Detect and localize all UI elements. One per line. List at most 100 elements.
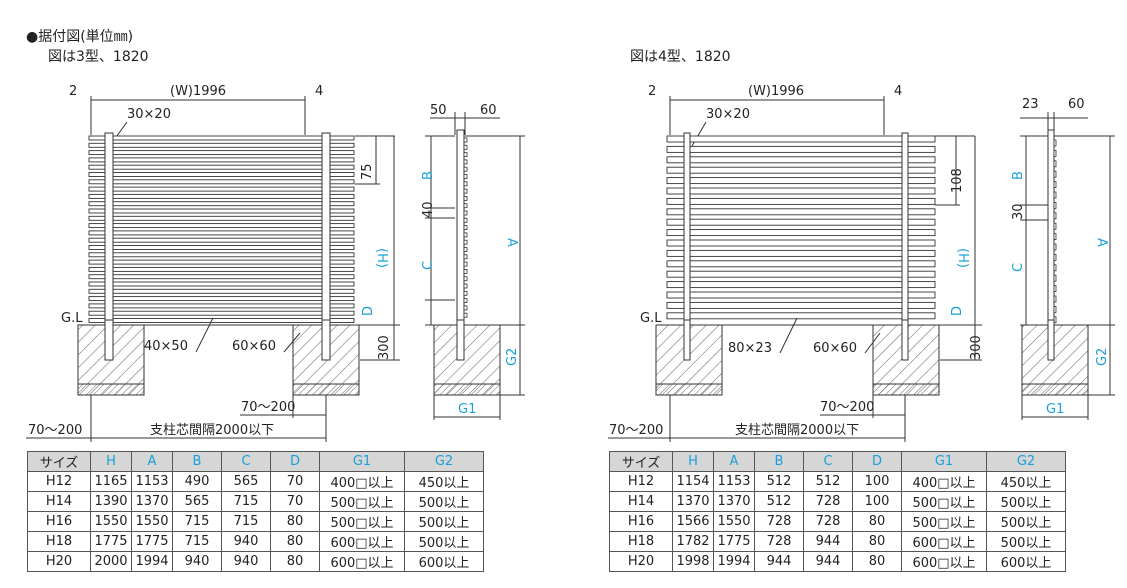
slat-end (463, 152, 468, 158)
slat-end (463, 261, 468, 267)
slat-end (463, 232, 468, 238)
table-cell: 500以上 (404, 491, 484, 512)
slat (666, 208, 936, 216)
slat-end (463, 181, 468, 187)
table-cell: 1994 (131, 551, 173, 572)
table-cell: 1566 (672, 511, 714, 532)
dim-range-right: 70～200 (241, 400, 295, 415)
slat (88, 303, 355, 309)
dim-height: (H) (955, 248, 970, 268)
slat-end (1053, 222, 1057, 230)
slat-end (463, 225, 468, 231)
slat-end (1053, 139, 1057, 147)
column-header: C (803, 451, 853, 472)
side-lbl-b: B (421, 171, 436, 180)
slat (88, 179, 355, 185)
column-header: サイズ (609, 451, 673, 472)
slat (88, 237, 355, 243)
dim-d: D (950, 306, 965, 316)
table-cell: H16 (27, 511, 91, 532)
slats-type4 (666, 135, 936, 320)
dim-width: (W)1996 (170, 84, 226, 99)
dim-pitch: 75 (360, 163, 375, 180)
side-lbl-g2: G2 (1095, 348, 1110, 366)
table-cell: 1775 (713, 531, 755, 552)
dim-pitch: 108 (950, 168, 965, 193)
slat-end (463, 144, 468, 150)
table-cell: H14 (609, 491, 673, 512)
table-cell: 80 (270, 511, 320, 532)
slat-end (463, 188, 468, 194)
slat (88, 274, 355, 280)
column-header: C (221, 451, 271, 472)
dim-range-left: 70～200 (28, 423, 82, 438)
table-cell: 512 (754, 491, 804, 512)
dim-embed: 300 (969, 335, 984, 360)
slat (666, 229, 936, 237)
slat-end (463, 268, 468, 274)
table-cell: 944 (754, 551, 804, 572)
slat (666, 135, 936, 143)
slat-end (1053, 181, 1057, 189)
slat-end (463, 305, 468, 311)
side-lbl-g2: G2 (505, 348, 520, 366)
slat-end (463, 254, 468, 260)
table-cell: 715 (221, 491, 271, 512)
table-cell: 940 (172, 551, 222, 572)
table-cell: 1998 (672, 551, 714, 572)
slats-type3 (88, 135, 355, 323)
side-dim-w2: 60 (1068, 97, 1085, 112)
column-header: D (270, 451, 320, 472)
column-header: B (172, 451, 222, 472)
side-lbl-c: C (1011, 263, 1026, 272)
slat-end (463, 174, 468, 179)
side-dim-mid: 30 (1011, 203, 1026, 220)
ground-line-label: G.L (61, 311, 83, 326)
side-view-type4: 23 60 B 30 C A G2 G1 (1011, 97, 1115, 420)
table-cell: 565 (172, 491, 222, 512)
table-cell: 728 (803, 491, 853, 512)
table-cell: 100 (852, 491, 902, 512)
table-cell: 1153 (131, 471, 173, 492)
table-cell: 490 (172, 471, 222, 492)
slat (666, 177, 936, 185)
ground-line-label: G.L (640, 311, 662, 326)
table-cell: 1153 (713, 471, 755, 492)
slat (666, 291, 936, 299)
table-cell: 1775 (90, 531, 132, 552)
table-cell: 80 (852, 531, 902, 552)
column-header: A (713, 451, 755, 472)
table-cell: 600□以上 (319, 531, 405, 552)
table-cell: 450以上 (404, 471, 484, 492)
slat-end (463, 195, 468, 201)
side-dim-w1: 23 (1022, 97, 1039, 112)
table-cell: 1370 (672, 491, 714, 512)
post-size: 80×23 (728, 341, 772, 356)
slat-end (1053, 264, 1057, 272)
dim-height: (H) (374, 248, 389, 268)
table-cell: H20 (27, 551, 91, 572)
table-cell: 80 (270, 551, 320, 572)
dim-span: 支柱芯間隔2000以下 (150, 423, 274, 438)
slat-end (1053, 201, 1057, 209)
dim-width: (W)1996 (748, 84, 804, 99)
dim-d: D (361, 306, 376, 316)
column-header: G1 (319, 451, 405, 472)
table-cell: 940 (221, 531, 271, 552)
table-cell: H18 (609, 531, 673, 552)
slat (88, 245, 355, 250)
slat (88, 310, 355, 316)
slat (88, 230, 355, 236)
table-cell: 600以上 (404, 551, 484, 572)
slat (88, 208, 355, 214)
slat-end (1053, 212, 1057, 220)
slat (88, 142, 355, 148)
